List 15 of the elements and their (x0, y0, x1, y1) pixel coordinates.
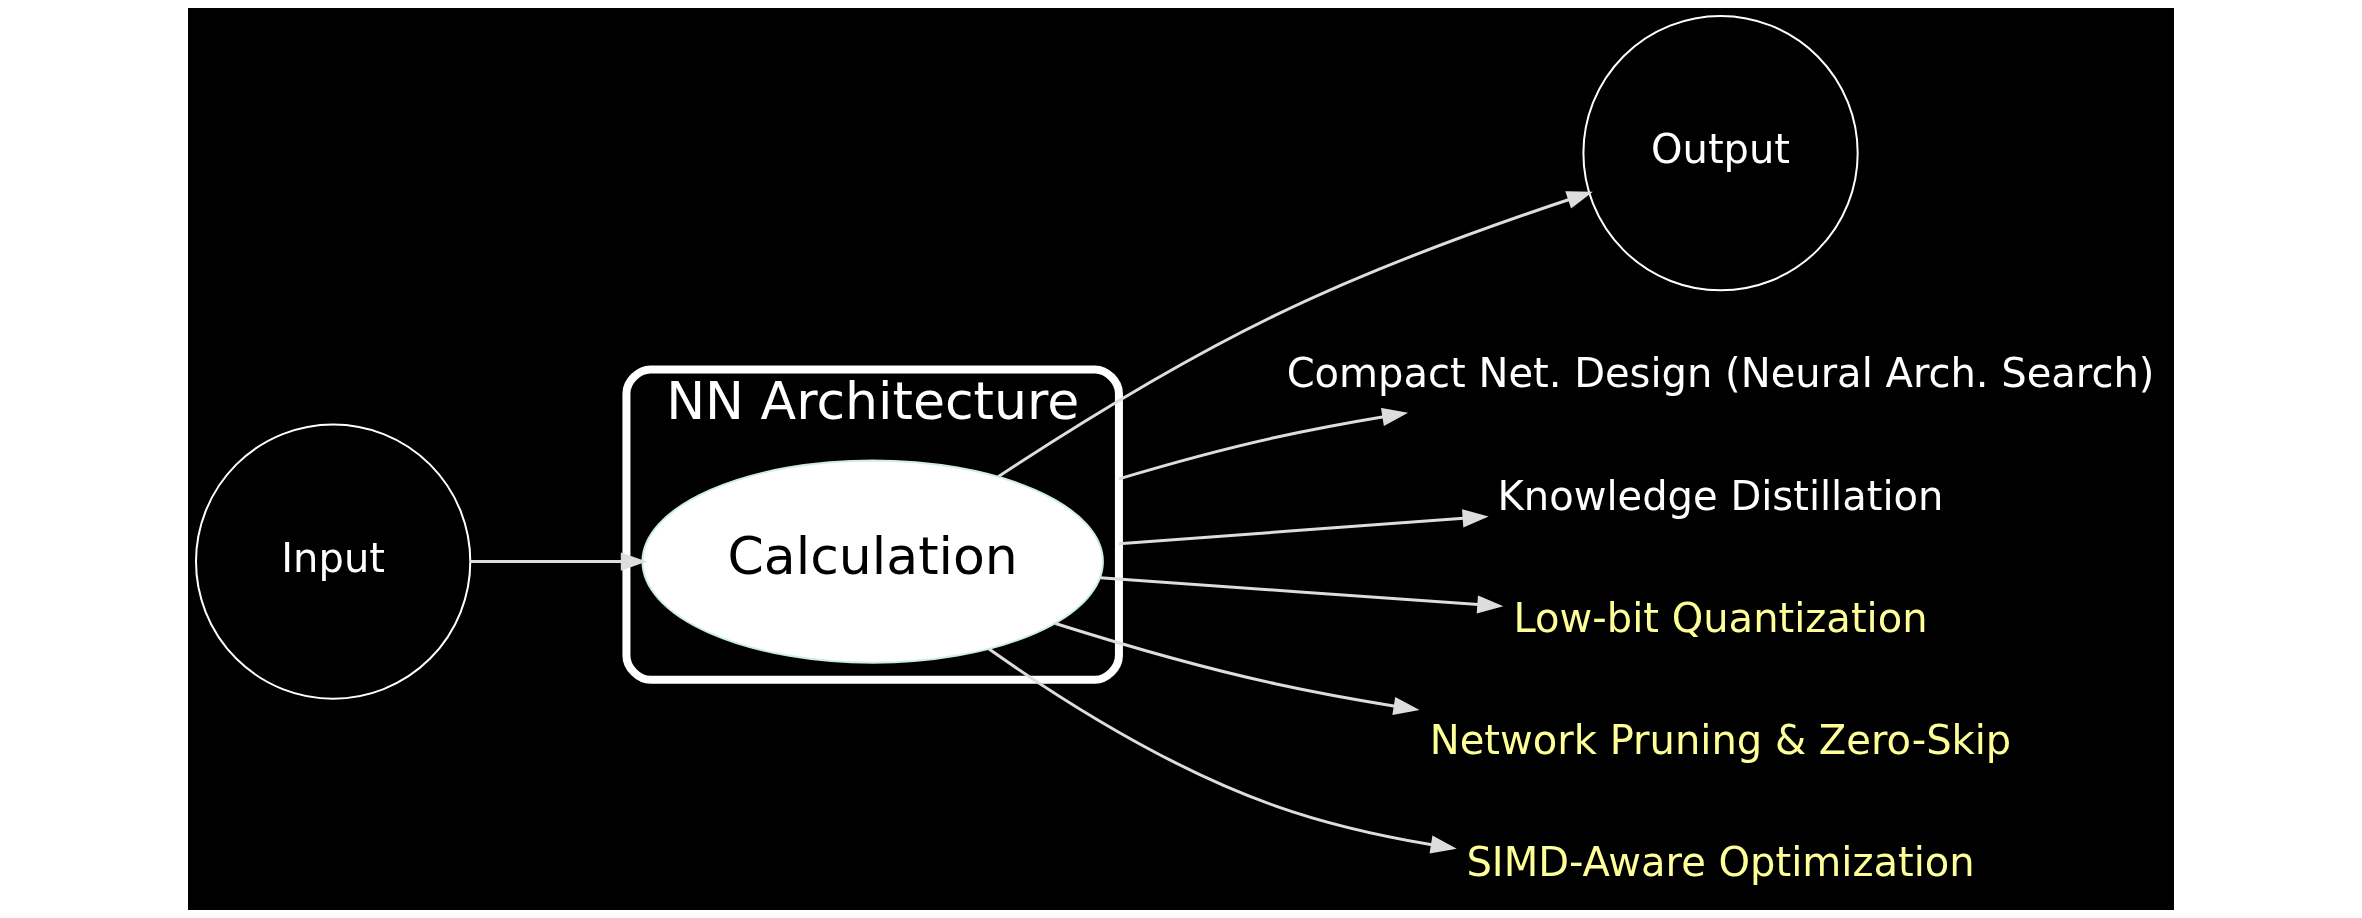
node-text: Network Pruning & Zero-Skip (1429, 716, 2012, 763)
arrow (1055, 622, 1420, 715)
arrow (988, 647, 1457, 854)
node-text: Knowledge Distillation (1497, 472, 1944, 519)
arrow (1118, 407, 1409, 481)
node-text: Compact Net. Design (Neural Arch. Search) (1286, 350, 2155, 397)
node-circle: Input (195, 423, 472, 700)
node-text: Low-bit Quantization (1513, 594, 1928, 641)
node-text: SIMD-Aware Optimization (1466, 838, 1975, 885)
node-ellipse: Calculation (641, 459, 1104, 664)
arrow (997, 191, 1593, 478)
node-circle: Output (1582, 15, 1859, 292)
arrow (1100, 576, 1504, 614)
arrow (1118, 509, 1489, 546)
arrow (470, 552, 647, 571)
